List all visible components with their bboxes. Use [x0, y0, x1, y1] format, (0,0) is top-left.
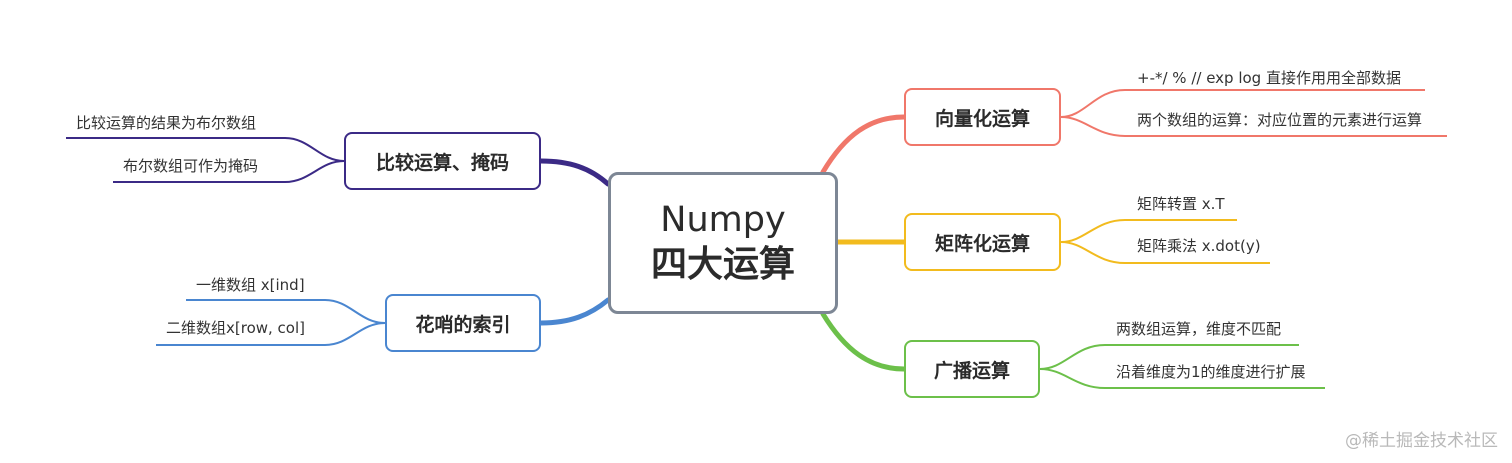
leaf-line-vector-2: [1060, 116, 1447, 137]
branch-compare[interactable]: 比较运算、掩码: [344, 132, 541, 190]
branch-compare-label: 比较运算、掩码: [375, 151, 509, 174]
branch-vector[interactable]: 向量化运算: [904, 88, 1061, 146]
leaf-matrix-2[interactable]: 矩阵乘法 x.dot(y): [1137, 237, 1261, 255]
leaf-line-indexing-2: [156, 322, 386, 346]
leaf-line-broadcast-2: [1039, 368, 1325, 389]
leaf-line-indexing-1: [186, 299, 386, 324]
leaf-line-matrix-1: [1060, 219, 1237, 243]
leaf-line-matrix-2: [1060, 241, 1270, 264]
leaf-line-compare-2: [113, 160, 345, 183]
branch-vector-label: 向量化运算: [934, 107, 1030, 130]
branch-indexing[interactable]: 花哨的索引: [385, 294, 541, 352]
leaf-broadcast-1[interactable]: 两数组运算，维度不匹配: [1116, 320, 1282, 338]
leaf-indexing-1[interactable]: 一维数组 x[ind]: [196, 276, 305, 294]
leaf-line-vector-1: [1060, 89, 1425, 118]
connector-vector: [820, 114, 907, 175]
branch-matrix[interactable]: 矩阵化运算: [904, 213, 1061, 271]
root-title: Numpy: [660, 200, 786, 240]
leaf-vector-1[interactable]: +-*/ % // exp log 直接作用用全部数据: [1137, 69, 1401, 87]
root-node[interactable]: Numpy 四大运算: [608, 172, 838, 314]
connector-indexing: [538, 297, 611, 326]
leaf-line-compare-1: [66, 137, 345, 162]
connector-compare: [538, 158, 611, 187]
connector-broadcast: [820, 311, 907, 372]
watermark-text: @稀土掘金技术社区: [1345, 431, 1498, 451]
leaf-broadcast-2[interactable]: 沿着维度为1的维度进行扩展: [1116, 363, 1306, 381]
branch-matrix-label: 矩阵化运算: [934, 232, 1030, 255]
root-subtitle: 四大运算: [650, 244, 795, 285]
leaf-line-broadcast-1: [1039, 344, 1299, 370]
branch-broadcast[interactable]: 广播运算: [904, 340, 1040, 398]
leaf-compare-2[interactable]: 布尔数组可作为掩码: [123, 157, 259, 175]
leaf-compare-1[interactable]: 比较运算的结果为布尔数组: [76, 114, 257, 132]
leaf-indexing-2[interactable]: 二维数组x[row, col]: [166, 319, 305, 337]
branch-broadcast-label: 广播运算: [933, 359, 1010, 382]
leaf-vector-2[interactable]: 两个数组的运算：对应位置的元素进行运算: [1137, 111, 1423, 129]
branch-indexing-label: 花哨的索引: [415, 313, 511, 336]
leaf-matrix-1[interactable]: 矩阵转置 x.T: [1137, 195, 1225, 213]
